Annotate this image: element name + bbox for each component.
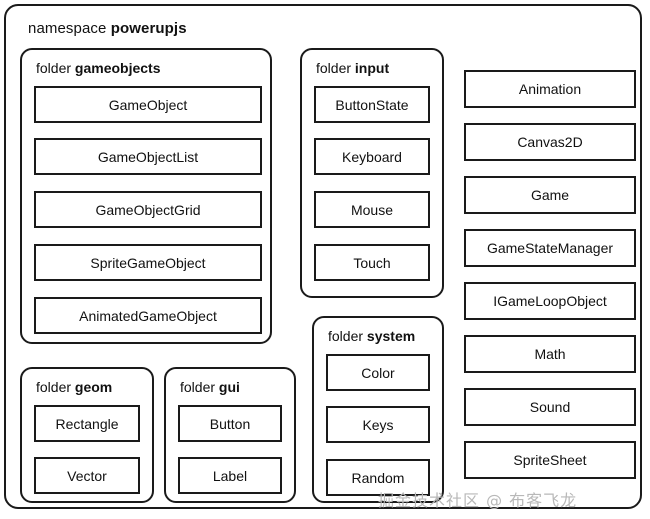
- class-box-keys[interactable]: Keys: [326, 406, 430, 443]
- class-box-igameloopobject[interactable]: IGameLoopObject: [464, 282, 636, 320]
- folder-input-name: input: [354, 60, 390, 76]
- class-box-animatedgameobject[interactable]: AnimatedGameObject: [34, 297, 262, 334]
- class-box-sound[interactable]: Sound: [464, 388, 636, 426]
- folder-gameobjects-name: gameobjects: [74, 60, 161, 76]
- folder-input-label: folder input: [316, 60, 389, 76]
- folder-prefix: folder: [36, 379, 72, 395]
- folder-prefix: folder: [328, 328, 364, 344]
- class-box-canvas2d[interactable]: Canvas2D: [464, 123, 636, 161]
- class-box-animation[interactable]: Animation: [464, 70, 636, 108]
- class-box-color[interactable]: Color: [326, 354, 430, 391]
- folder-geom[interactable]: folder geom Rectangle Vector: [20, 367, 154, 503]
- class-box-rectangle[interactable]: Rectangle: [34, 405, 140, 442]
- class-box-gameobjectgrid[interactable]: GameObjectGrid: [34, 191, 262, 228]
- class-box-vector[interactable]: Vector: [34, 457, 140, 494]
- class-box-game[interactable]: Game: [464, 176, 636, 214]
- folder-geom-name: geom: [74, 379, 113, 395]
- class-box-label[interactable]: Label: [178, 457, 282, 494]
- folder-input[interactable]: folder input ButtonState Keyboard Mouse …: [300, 48, 444, 298]
- folder-gameobjects[interactable]: folder gameobjects GameObject GameObject…: [20, 48, 272, 344]
- namespace-container: namespace powerupjs folder gameobjects G…: [4, 4, 642, 509]
- folder-prefix: folder: [316, 60, 352, 76]
- folder-prefix: folder: [180, 379, 216, 395]
- class-box-math[interactable]: Math: [464, 335, 636, 373]
- namespace-name: powerupjs: [110, 20, 187, 37]
- folder-gui[interactable]: folder gui Button Label: [164, 367, 296, 503]
- class-box-gameobjectlist[interactable]: GameObjectList: [34, 138, 262, 175]
- folder-prefix: folder: [36, 60, 72, 76]
- class-box-buttonstate[interactable]: ButtonState: [314, 86, 430, 123]
- class-box-touch[interactable]: Touch: [314, 244, 430, 281]
- folder-gameobjects-label: folder gameobjects: [36, 60, 161, 76]
- folder-system-label: folder system: [328, 328, 415, 344]
- class-box-spritesheet[interactable]: SpriteSheet: [464, 441, 636, 479]
- class-box-keyboard[interactable]: Keyboard: [314, 138, 430, 175]
- folder-system-name: system: [366, 328, 416, 344]
- class-box-mouse[interactable]: Mouse: [314, 191, 430, 228]
- folder-gui-label: folder gui: [180, 379, 240, 395]
- namespace-prefix: namespace: [28, 20, 107, 37]
- class-box-button[interactable]: Button: [178, 405, 282, 442]
- folder-system[interactable]: folder system Color Keys Random: [312, 316, 444, 503]
- folder-geom-label: folder geom: [36, 379, 112, 395]
- class-box-spritegameobject[interactable]: SpriteGameObject: [34, 244, 262, 281]
- class-box-gamestatemanager[interactable]: GameStateManager: [464, 229, 636, 267]
- folder-gui-name: gui: [218, 379, 240, 395]
- namespace-label: namespace powerupjs: [28, 20, 187, 37]
- class-box-random[interactable]: Random: [326, 459, 430, 496]
- class-box-gameobject[interactable]: GameObject: [34, 86, 262, 123]
